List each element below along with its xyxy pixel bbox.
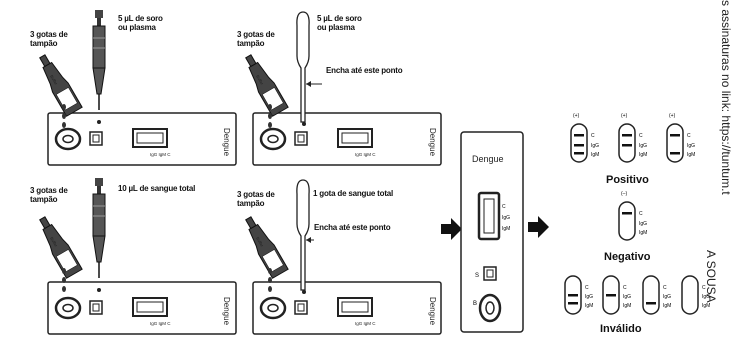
panel-1-serum [34, 9, 238, 167]
panel1-buffer-label: 3 gotas de tampão [30, 30, 68, 48]
positive-results: (+) C IgG IgM (+) C IgG IgM (+) C IgG IgM [570, 113, 695, 163]
panel3-buffer-label: 3 gotas de tampão [30, 186, 68, 204]
cassette-label: Dengue [428, 128, 437, 157]
cassette-label: Dengue [428, 297, 437, 326]
line-igg-label: IgG [663, 294, 671, 300]
big-cassette: Dengue C IgG IgM S B [460, 131, 524, 333]
line-c-label: C [702, 285, 706, 291]
line-igg-label: IgG [585, 294, 593, 300]
line-igm-label: IgM [687, 152, 695, 158]
window-labels: IgG IgM C [150, 152, 171, 157]
line-igm-label: IgM [639, 152, 647, 158]
line-igg-label: IgG [702, 294, 710, 300]
line-c-label: C [639, 211, 643, 217]
panel-4-blood-dropper [240, 179, 443, 336]
svg-text:IgG: IgG [502, 215, 510, 221]
panel2-buffer-label: 3 gotas de tampão [237, 30, 275, 48]
positive-marker: (+) [669, 113, 676, 119]
line-c-label: C [639, 133, 643, 139]
line-c-label: C [591, 133, 595, 139]
svg-text:IgM: IgM [502, 226, 510, 232]
line-igm-label: IgM [702, 303, 710, 309]
line-igm-label: IgM [639, 230, 647, 236]
panel1-sample-label: 5 µL de soro ou plasma [118, 14, 163, 32]
line-igm-label: IgM [663, 303, 671, 309]
window-labels: IgG IgM C [355, 152, 376, 157]
line-igg-label: IgG [687, 143, 695, 149]
arrow-icon [441, 218, 462, 240]
negative-result: (–) C IgG IgM [618, 191, 647, 241]
panel3-sample-label: 10 µL de sangue total [118, 184, 196, 193]
positive-marker: (+) [573, 113, 580, 119]
bottle-label: Buffer [49, 236, 59, 248]
cassette-label: Dengue [222, 297, 231, 326]
bottle-labels: Buffer Buffer Buffer Buffer [49, 74, 265, 248]
line-c-label: C [687, 133, 691, 139]
svg-text:C: C [502, 204, 506, 210]
bottle-label: Buffer [49, 74, 59, 86]
line-igg-label: IgG [591, 143, 599, 149]
window-labels: IgG IgM C [355, 321, 376, 326]
invalid-results: C IgG IgM C IgG IgM C IgG IgM C IgG IgM [564, 275, 710, 315]
svg-text:B: B [473, 301, 477, 307]
svg-text:Dengue: Dengue [472, 154, 504, 164]
line-igm-label: IgM [585, 303, 593, 309]
line-c-label: C [663, 285, 667, 291]
panel4-fill-label: Encha até este ponto [314, 223, 391, 232]
small-window-labels: IgG IgM C IgG IgM C IgG IgM C IgG IgM C [150, 152, 376, 326]
svg-text:(–): (–) [621, 191, 627, 197]
invalid-label: Inválido [600, 323, 642, 335]
line-c-label: C [585, 285, 589, 291]
panel2-fill-label: Encha até este ponto [326, 66, 403, 75]
panel4-sample-label: 1 gota de sangue total [313, 189, 394, 198]
line-c-label: C [623, 285, 627, 291]
panel-2-serum-dropper [240, 11, 443, 167]
line-igg-label: IgG [639, 221, 647, 227]
window-labels: IgG IgM C [150, 321, 171, 326]
bottle-label: Buffer [255, 236, 265, 248]
panel4-buffer-label: 3 gotas de tampão [237, 190, 275, 208]
line-igm-label: IgM [623, 303, 631, 309]
line-igm-label: IgM [591, 152, 599, 158]
negative-label: Negativo [604, 251, 651, 263]
svg-text:S: S [475, 273, 479, 279]
line-igg-label: IgG [639, 143, 647, 149]
arrow-icon [528, 216, 549, 238]
panel2-sample-label: 5 µL de soro ou plasma [317, 14, 362, 32]
cassette-label: Dengue [222, 128, 231, 157]
panel-3-blood [34, 177, 238, 336]
positive-marker: (+) [621, 113, 628, 119]
bottle-label: Buffer [255, 74, 265, 86]
positive-label: Positivo [606, 174, 649, 186]
line-igg-label: IgG [623, 294, 631, 300]
